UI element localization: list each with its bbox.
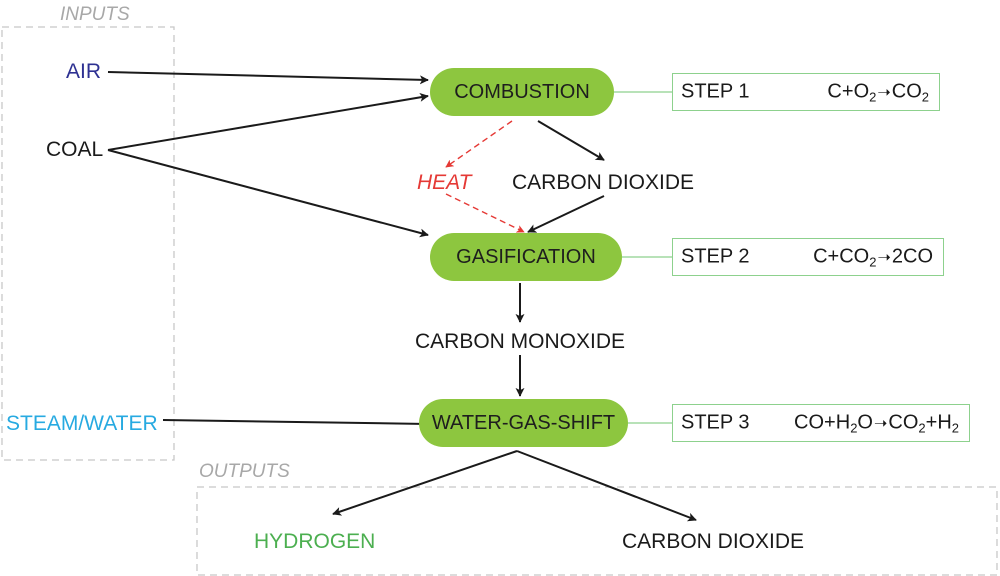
wgs-to-co2-output-arrow — [516, 450, 697, 522]
stage-combustion: COMBUSTION — [430, 68, 614, 116]
step-3-equation: CO+H2O➝CO2+H2 — [794, 411, 959, 436]
equation-term: C — [813, 245, 828, 268]
output-carbon-dioxide: CARBON DIOXIDE — [622, 530, 805, 553]
combustion-to-heat-arrow — [445, 120, 513, 168]
step-3-box: STEP 3 CO+H2O➝CO2+H2 — [672, 404, 970, 442]
stage-combustion-label: COMBUSTION — [454, 80, 590, 103]
step-1-box: STEP 1 C+O2➝CO2 — [672, 73, 940, 111]
input-steam-water: STEAM/WATER — [6, 412, 158, 435]
heat-label: HEAT — [417, 171, 472, 194]
equation-term: CO — [794, 411, 825, 434]
equation-term: O — [857, 411, 873, 434]
step-3-label: STEP 3 — [681, 411, 750, 434]
equation-subscript: 2 — [869, 89, 877, 105]
stage-gasification: GASIFICATION — [430, 233, 622, 281]
outputs-group-title: OUTPUTS — [199, 461, 290, 482]
reaction-arrow-icon: ➝ — [873, 415, 888, 433]
step-2-box: STEP 2 C+CO2➝2CO — [672, 238, 944, 276]
inputs-group-frame — [1, 26, 175, 461]
steam-to-wgs-arrow — [162, 419, 429, 429]
equation-subscript: 2 — [850, 420, 858, 436]
coal-to-combustion-arrow — [107, 92, 429, 151]
combustion-to-co2-arrow — [537, 120, 605, 161]
reaction-arrow-icon: ➝ — [877, 84, 891, 102]
stage-water-gas-shift-label: WATER-GAS-SHIFT — [431, 411, 616, 434]
reaction-arrow-icon: ➝ — [877, 249, 891, 267]
equation-term: CO — [839, 245, 870, 268]
inputs-group-title: INPUTS — [60, 4, 130, 25]
heat-to-gasification-arrow — [445, 193, 525, 233]
intermediate-carbon-monoxide: CARBON MONOXIDE — [415, 330, 626, 353]
equation-subscript: 2 — [869, 254, 877, 270]
equation-term: O — [853, 80, 870, 103]
equation-subscript: 2 — [918, 420, 926, 436]
air-to-combustion-arrow — [107, 71, 429, 85]
coal-to-gasification-arrow — [107, 149, 429, 238]
step-2-label: STEP 2 — [681, 245, 750, 268]
equation-term: C — [827, 80, 842, 103]
equation-subscript: 2 — [921, 89, 929, 105]
equation-term: CO — [891, 80, 922, 103]
stage-gasification-label: GASIFICATION — [456, 245, 596, 268]
step-2-equation: C+CO2➝2CO — [813, 245, 933, 270]
co2-to-gasification-arrow — [527, 195, 605, 233]
equation-term: CO — [888, 411, 919, 434]
input-air: AIR — [66, 60, 102, 83]
equation-term: H — [835, 411, 851, 434]
intermediate-carbon-dioxide: CARBON DIOXIDE — [512, 171, 695, 194]
step-1-label: STEP 1 — [681, 80, 750, 103]
stage-water-gas-shift: WATER-GAS-SHIFT — [419, 399, 628, 447]
output-hydrogen: HYDROGEN — [254, 530, 376, 553]
equation-term: 2CO — [891, 245, 933, 268]
wgs-to-hydrogen-arrow — [332, 450, 518, 516]
equation-term: H — [937, 411, 952, 434]
step-1-equation: C+O2➝CO2 — [827, 80, 929, 105]
input-coal: COAL — [46, 138, 104, 161]
equation-subscript: 2 — [951, 420, 959, 436]
